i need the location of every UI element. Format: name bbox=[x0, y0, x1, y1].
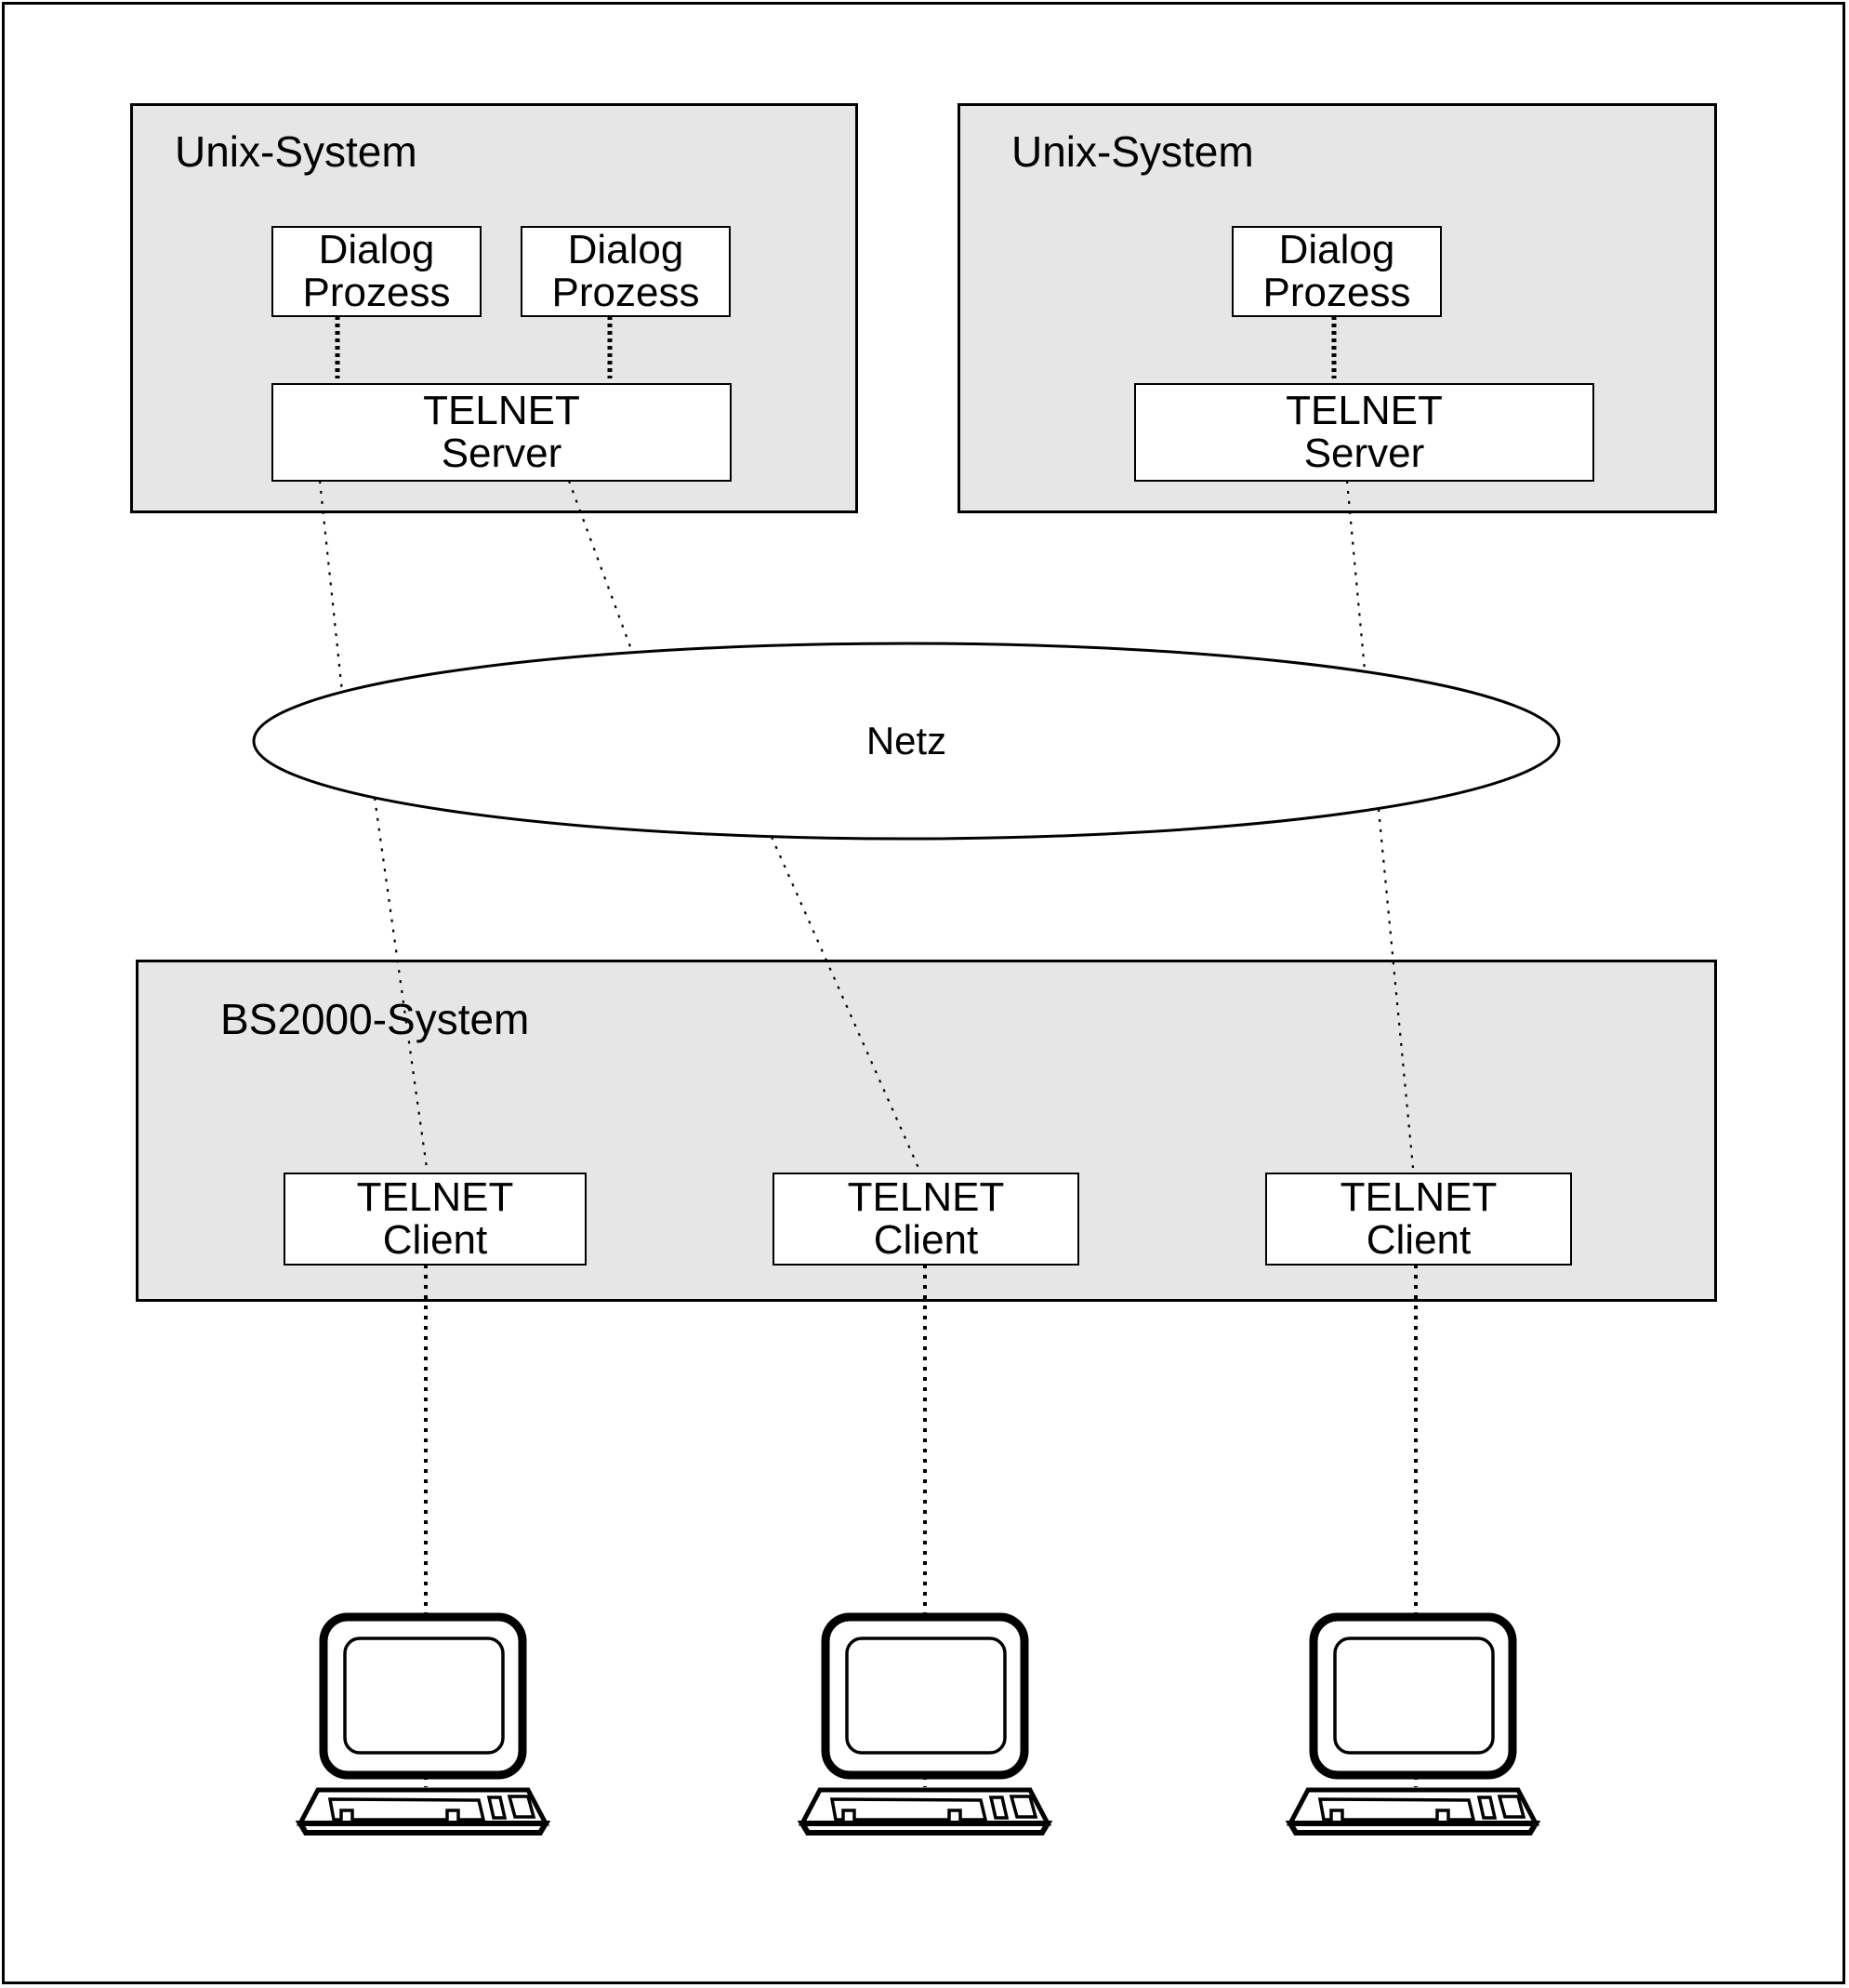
telnet-server-box: TELNET Server bbox=[1134, 383, 1594, 482]
unix-system-title: Unix-System bbox=[175, 127, 417, 176]
terminal-icon bbox=[300, 1617, 546, 1833]
dialog-process-label-line2: Prozess bbox=[1262, 270, 1411, 315]
unix-system-title: Unix-System bbox=[1011, 127, 1254, 176]
telnet-server-label-line2: Server bbox=[1303, 431, 1425, 476]
telnet-client-label-line1: TELNET bbox=[356, 1174, 514, 1221]
telnet-client-label-line1: TELNET bbox=[1340, 1174, 1498, 1221]
network-label: Netz bbox=[865, 719, 947, 762]
telnet-client-label-line2: Client bbox=[382, 1217, 488, 1263]
bs2000-system-box: BS2000-System TELNET Client TELNET Clien… bbox=[136, 960, 1717, 1302]
bs2000-system-title: BS2000-System bbox=[220, 995, 530, 1043]
dialog-process-label-line1: Dialog bbox=[1278, 227, 1395, 273]
dialog-process-label-line2: Prozess bbox=[551, 270, 700, 315]
telnet-client-label-line2: Client bbox=[1366, 1217, 1472, 1263]
dialog-process-label-line2: Prozess bbox=[302, 270, 451, 315]
telnet-client-label-line2: Client bbox=[873, 1217, 979, 1263]
telnet-client-box: TELNET Client bbox=[1265, 1173, 1572, 1266]
telnet-server-label-line1: TELNET bbox=[423, 388, 580, 434]
unix-system-box-right: Unix-System Dialog Prozess TELNET Server bbox=[958, 103, 1717, 513]
telnet-server-box: TELNET Server bbox=[271, 383, 732, 482]
dialog-process-box: Dialog Prozess bbox=[1232, 226, 1442, 317]
terminal-icon bbox=[802, 1617, 1048, 1833]
telnet-server-label-line2: Server bbox=[441, 431, 562, 476]
telnet-client-box: TELNET Client bbox=[284, 1173, 587, 1266]
dialog-process-label-line1: Dialog bbox=[567, 227, 684, 273]
telnet-client-box: TELNET Client bbox=[773, 1173, 1079, 1266]
dialog-process-label-line1: Dialog bbox=[318, 227, 435, 273]
telnet-server-label-line1: TELNET bbox=[1286, 388, 1443, 434]
dialog-process-box: Dialog Prozess bbox=[521, 226, 731, 317]
telnet-client-label-line1: TELNET bbox=[847, 1174, 1005, 1221]
dialog-process-box: Dialog Prozess bbox=[271, 226, 482, 317]
terminal-icon bbox=[1290, 1617, 1536, 1833]
unix-system-box-left: Unix-System Dialog Prozess Dialog Prozes… bbox=[130, 103, 858, 513]
